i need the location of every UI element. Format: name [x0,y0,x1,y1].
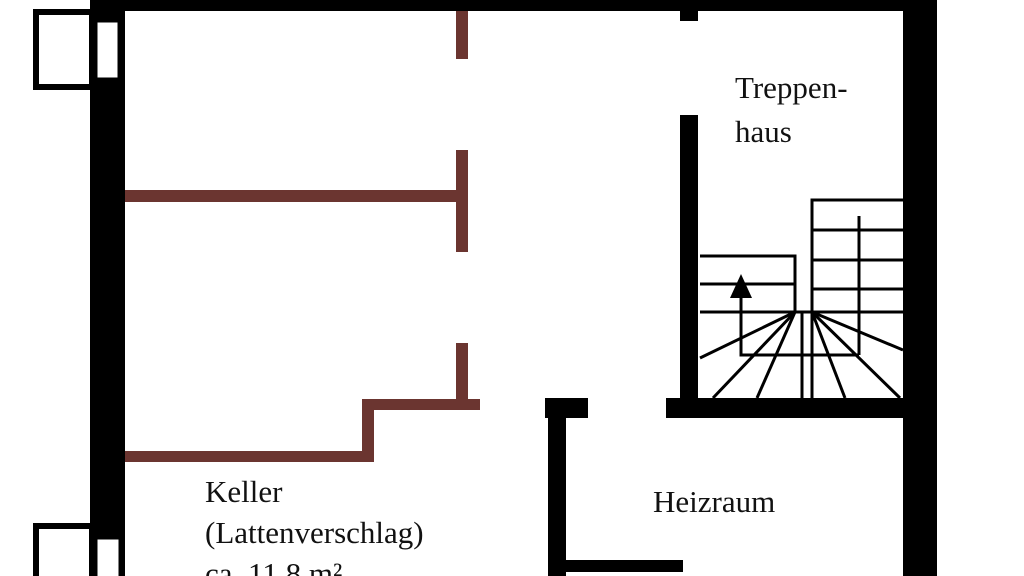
label-cellar-2: (Lattenverschlag) [205,515,424,550]
label-cellar-area: ca. 11,8 m² [205,556,342,576]
label-stairwell-1: Treppen- [735,70,848,105]
label-cellar-1: Keller [205,474,283,509]
window-top [33,9,121,90]
staircase [699,198,904,400]
top-wall-notch [680,11,698,21]
label-boiler-room: Heizraum [653,484,775,519]
left-wall [90,0,125,576]
stairwell-wall-vertical [680,115,698,418]
outer-walls [90,0,937,576]
boiler-room-wall [548,418,566,576]
right-wall [903,0,937,576]
label-stairwell-2: haus [735,114,792,149]
stair-direction-arrow-icon [730,274,752,298]
top-wall [90,0,937,11]
stairwell-wall-horizontal [666,398,903,418]
door-jamb [545,398,588,418]
lattice-partitions [125,11,480,462]
interior-walls [545,115,903,576]
window-bottom [33,523,122,576]
boiler-room-bottom-wall [566,560,683,572]
